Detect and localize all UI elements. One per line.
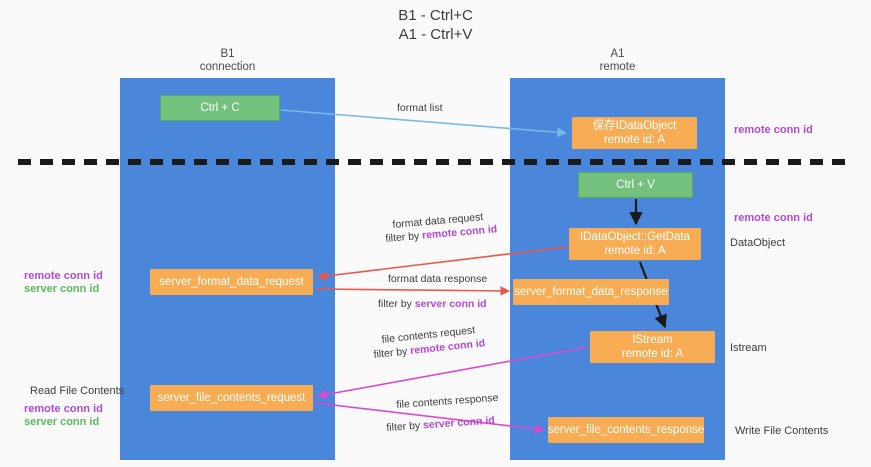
node-ctrl-v[interactable]: Ctrl + V [578,172,693,198]
filter-prefix: filter by [378,298,415,310]
annotation-dataobject: DataObject [730,237,786,249]
column-header-a1-name: A1 [610,48,625,60]
filter-prefix: filter by [385,229,423,245]
connector-format-list [280,109,567,138]
connector-format-data-response [315,286,510,296]
annotation-left-server-conn-id-top: server conn id [24,283,100,295]
column-header-b1-name: B1 [220,48,235,60]
page-title: B1 - Ctrl+C A1 - Ctrl+V [0,6,871,44]
node-server-file-contents-response-label: server_file_contents_response [547,424,705,436]
annotation-remote-conn-id-top: remote conn id [734,124,813,136]
node-ctrl-v-label: Ctrl + V [616,179,655,191]
node-server-format-data-response-label: server_format_data_response [514,286,668,298]
node-server-format-data-response[interactable]: server_format_data_response [513,279,669,305]
annotation-write-file-contents: Write File Contents [735,425,829,437]
annotation-remote-conn-id-mid: remote conn id [734,212,813,224]
node-getdata-line1: IDataObject::GetData [580,231,690,243]
node-server-format-data-request[interactable]: server_format_data_request [150,269,313,295]
annotation-left-remote-conn-id-top: remote conn id [24,270,103,282]
node-server-file-contents-request-label: server_file_contents_request [157,392,306,404]
connector-format-data-request [317,246,567,281]
connector-file-contents-response [315,402,545,434]
node-ctrl-c-label: Ctrl + C [200,102,240,114]
node-server-file-contents-response[interactable]: server_file_contents_response [548,417,704,443]
column-header-b1-role: connection [199,61,256,73]
column-header-b1: B1 connection [120,48,335,74]
title-line-1: B1 - Ctrl+C [398,7,473,24]
filter-key-server-conn-id: server conn id [414,298,487,310]
column-header-a1-role: remote [599,61,636,73]
annotation-left-server-conn-id-bottom: server conn id [24,416,100,428]
wire-label-format-data-response-filter: filter by server conn id [378,298,487,311]
node-server-format-data-request-label: server_format_data_request [159,276,304,288]
node-istream-line2: remote id: A [621,348,684,360]
node-idataobject[interactable]: 保存IDataObject remote id: A [572,117,697,149]
filter-prefix: filter by [386,419,424,434]
node-idataobject-getdata[interactable]: IDataObject::GetData remote id: A [569,228,701,260]
node-istream-line1: IStream [632,334,673,346]
wire-label-format-data-response: format data response [388,273,488,285]
annotation-read-file-contents: Read File Contents [30,385,125,397]
node-server-file-contents-request[interactable]: server_file_contents_request [150,385,313,411]
connector-file-contents-request [317,346,589,400]
node-idataobject-line1: 保存IDataObject [592,120,677,132]
node-istream[interactable]: IStream remote id: A [590,331,715,363]
title-line-2: A1 - Ctrl+V [398,26,473,43]
wire-label-format-list: format list [397,102,443,114]
column-header-a1: A1 remote [510,48,725,74]
node-idataobject-line2: remote id: A [603,134,666,146]
filter-prefix: filter by [373,345,411,361]
node-getdata-line2: remote id: A [604,245,666,257]
annotation-left-remote-conn-id-bottom: remote conn id [24,403,103,415]
node-ctrl-c[interactable]: Ctrl + C [160,95,280,121]
annotation-istream: Istream [730,342,767,354]
